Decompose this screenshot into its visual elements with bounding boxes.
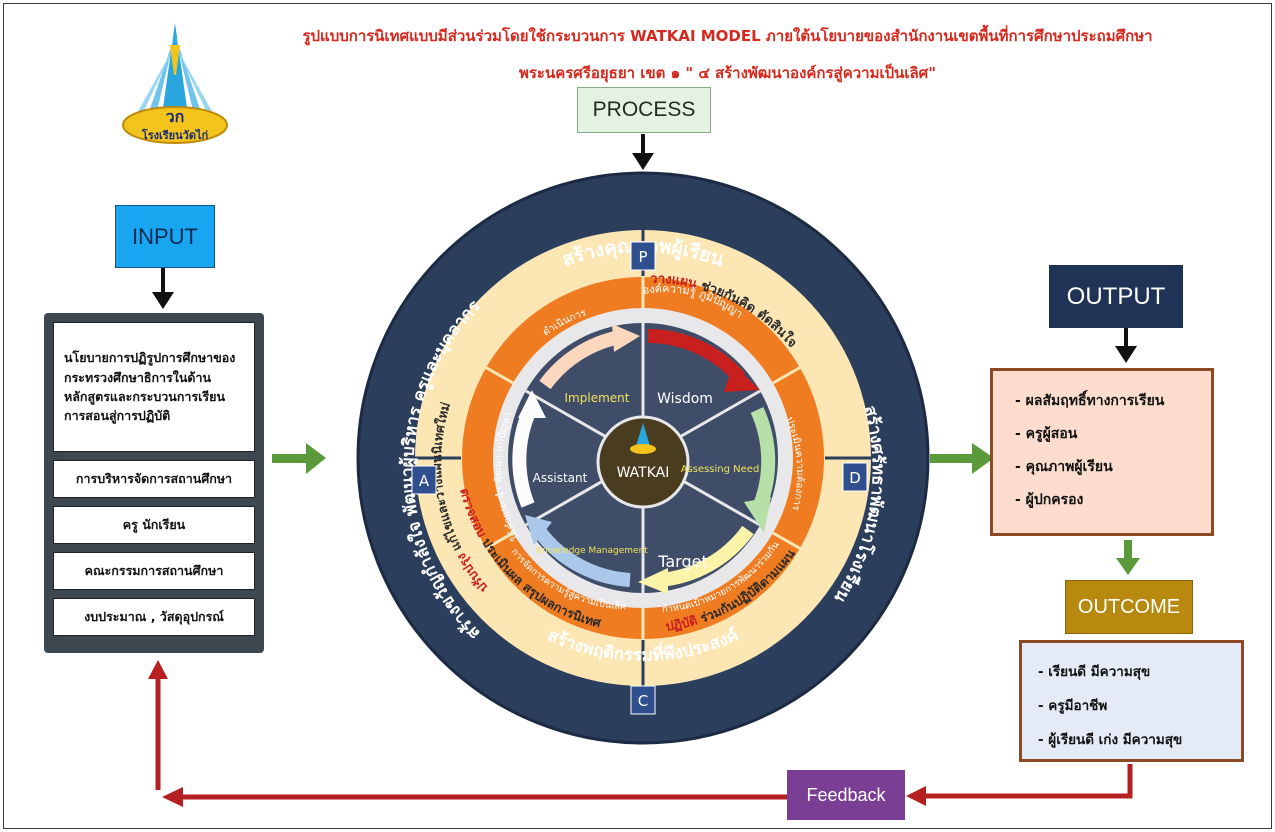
logo-rays [136,23,214,115]
center-label: WATKAI [617,465,670,481]
cycle-arrows [512,324,776,594]
output-item: - คุณภาพผู้เรียน [1015,459,1113,475]
outcome-item: - เรียนดี มีความสุข [1038,664,1151,680]
segment-knowledge-management: Knowledge Management [536,546,648,556]
output-panel: - ผลสัมฤทธิ์ทางการเรียน - ครูผู้สอน - คุ… [990,368,1214,536]
process-down-arrow [632,134,654,170]
svg-text:P: P [638,248,647,266]
pdca-badge-c: C [630,685,656,715]
segment-implement: Implement [565,391,630,405]
watkai-center [596,415,690,509]
input-item-budget: งบประมาณ , วัสดุอุปกรณ์ [53,598,255,636]
logo-school-name: โรงเรียนวัดไก่ [141,128,209,142]
output-to-outcome-arrow [1116,540,1140,575]
input-item-committee: คณะกรรมการสถานศึกษา [53,552,255,590]
outcome-item: - ครูมีอาชีพ [1038,698,1108,714]
output-item: - ผู้ปกครอง [1015,492,1084,508]
center-emblem-icon [630,423,656,454]
feedback-label: Feedback [787,770,905,820]
segment-target: Target [657,552,708,571]
orange-ring-dividers [484,276,802,640]
outcome-label: OUTCOME [1065,580,1193,634]
input-item-policy: นโยบายการปฏิรูปการศึกษาของกระทรวงศึกษาธิ… [53,322,255,452]
input-panel: นโยบายการปฏิรูปการศึกษาของกระทรวงศึกษาธิ… [44,313,264,653]
logo-letters: วก [166,107,185,126]
outcome-item: - ผู้เรียนดี เก่ง มีความสุข [1038,732,1183,748]
svg-text:D: D [849,469,861,487]
title-line-2: พระนครศรีอยุธยา เขต ๑ " ๔ สร้างพัฒนาองค์… [518,64,937,82]
logo-base [122,106,228,144]
process-to-output-arrow [930,443,994,474]
output-item: - ครูผู้สอน [1015,426,1078,442]
title-line-1: รูปแบบการนิเทศแบบมีส่วนร่วมโดยใช้กระบวนก… [302,27,1153,45]
svg-text:A: A [419,472,430,490]
segment-wisdom: Wisdom [657,391,713,407]
segment-assessing-need: Assessing Need [681,464,760,475]
svg-text:C: C [638,692,648,710]
input-to-process-arrow [272,443,326,474]
outcome-panel: - เรียนดี มีความสุข - ครูมีอาชีพ - ผู้เร… [1019,640,1244,762]
input-label: INPUT [115,205,215,268]
input-item-teachers-students: ครู นักเรียน [53,506,255,544]
pdca-badge-p: P [630,241,656,271]
input-down-arrow [152,268,174,309]
input-item-management: การบริหารจัดการสถานศึกษา [53,460,255,498]
output-item: - ผลสัมฤทธิ์ทางการเรียน [1015,393,1165,409]
pdca-badge-d: D [842,462,868,492]
output-down-arrow [1115,328,1137,363]
segment-assistant: Assistant [533,471,588,485]
feedback-loop-arrow [148,660,1133,807]
school-logo: วก โรงเรียนวัดไก่ [122,23,228,144]
output-label: OUTPUT [1049,265,1183,328]
process-label: PROCESS [577,87,711,133]
pdca-badge-a: A [411,465,437,495]
